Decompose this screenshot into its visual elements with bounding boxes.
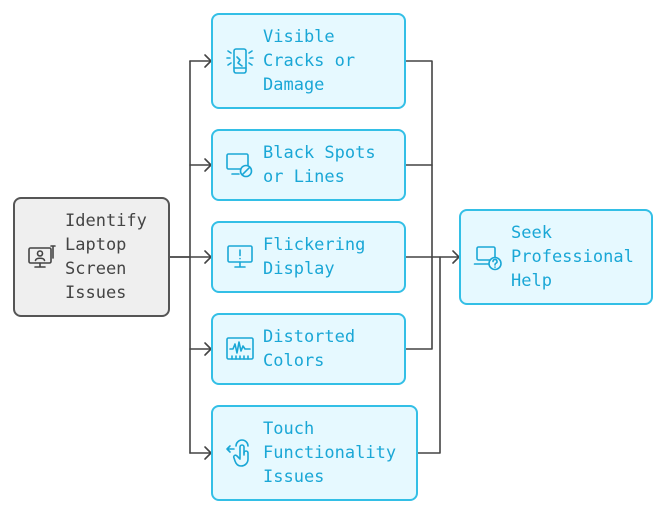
- node-distorted-colors: Distorted Colors: [211, 313, 406, 385]
- node-label: Seek Professional Help: [511, 223, 634, 291]
- monitor-alert-icon: [227, 245, 253, 268]
- monitor-tools-icon: [28, 245, 56, 268]
- connector-from-distorted: [405, 256, 433, 350]
- node-flickering-display: Flickering Display: [211, 221, 406, 293]
- node-black-spots-or-lines: Black Spots or Lines: [211, 129, 406, 201]
- cracked-phone-icon: [226, 48, 254, 74]
- node-visible-cracks-or-damage: Visible Cracks or Damage: [211, 13, 406, 109]
- node-label: Distorted Colors: [263, 327, 356, 371]
- monitor-waveform-icon: [226, 337, 254, 360]
- connector-from-touch: [417, 256, 441, 454]
- node-touch-functionality-issues: Touch Functionality Issues: [211, 405, 418, 501]
- node-seek-professional-help: Seek Professional Help: [459, 209, 653, 305]
- node-label: Identify Laptop Screen Issues: [65, 211, 147, 303]
- node-label: Touch Functionality Issues: [263, 419, 397, 487]
- laptop-help-icon: [473, 246, 502, 271]
- node-identify-laptop-screen-issues: Identify Laptop Screen Issues: [13, 197, 170, 317]
- node-label: Flickering Display: [263, 235, 366, 279]
- node-label: Visible Cracks or Damage: [263, 27, 356, 95]
- connector-from-visible-cracks: [405, 60, 433, 258]
- touch-hand-icon: [226, 439, 249, 467]
- monitor-blocked-icon: [226, 153, 253, 178]
- node-label: Black Spots or Lines: [263, 143, 376, 187]
